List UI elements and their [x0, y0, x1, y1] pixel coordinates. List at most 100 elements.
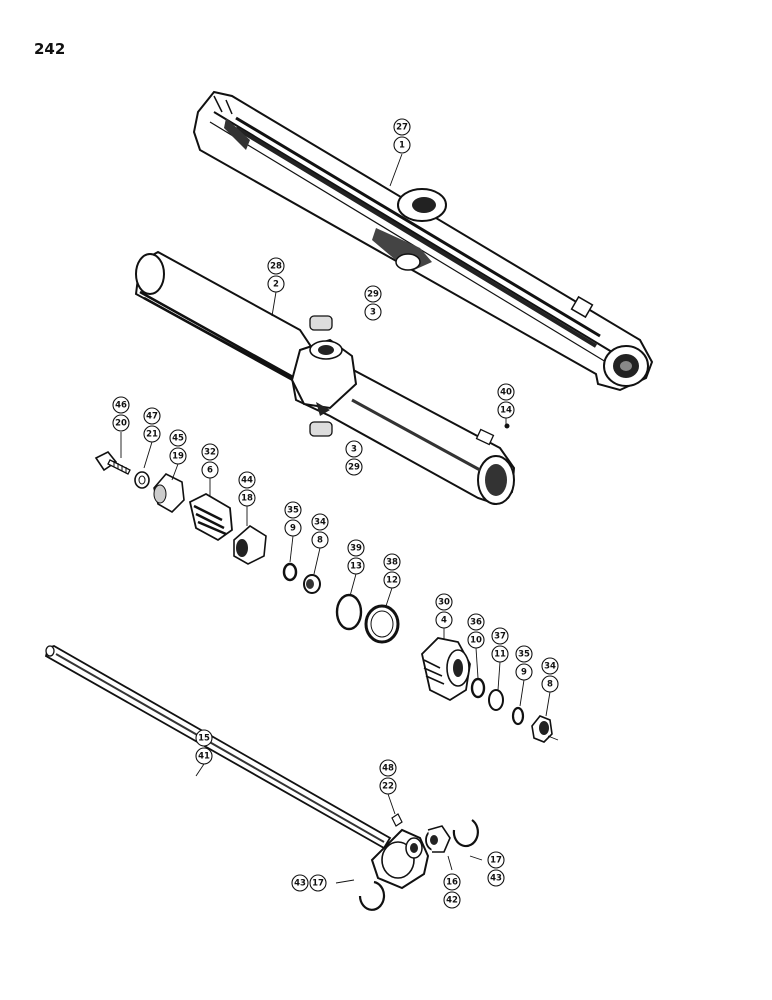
callout-45: 45	[169, 429, 187, 447]
callout-19: 19	[169, 447, 187, 465]
callout-number: 3	[370, 308, 376, 318]
callout-number: 42	[446, 896, 458, 906]
callout-number: 8	[547, 680, 553, 690]
callout-number: 12	[386, 576, 398, 586]
callout-circle	[238, 471, 256, 489]
callout-circle	[195, 729, 213, 747]
callout-number: 36	[470, 618, 482, 628]
callout-number: 9	[290, 524, 296, 534]
callout-number: 35	[518, 650, 530, 660]
callout-number: 2	[273, 280, 279, 290]
callout-circle	[267, 257, 285, 275]
callout-circle	[497, 401, 515, 419]
callout-circle	[467, 631, 485, 649]
callout-circle	[238, 489, 256, 507]
callout-number: 43	[294, 879, 306, 889]
callout-circle	[443, 873, 461, 891]
callout-circle	[284, 519, 302, 537]
callout-circle	[364, 285, 382, 303]
callout-circle	[435, 611, 453, 629]
callout-number: 38	[386, 558, 398, 568]
callout-number: 4	[441, 616, 447, 626]
callout-number: 21	[146, 430, 158, 440]
callout-circle	[383, 553, 401, 571]
callout-circle	[364, 303, 382, 321]
callout-number: 43	[490, 874, 502, 884]
callout-43b: 43	[487, 869, 505, 887]
page-number: 242	[34, 40, 66, 58]
callout-number: 15	[198, 734, 210, 744]
callout-27: 27	[393, 118, 411, 136]
piston-parts	[94, 450, 400, 644]
callout-46: 46	[112, 396, 130, 414]
callout-32: 32	[201, 443, 219, 461]
callout-12: 12	[383, 571, 401, 589]
callout-18: 18	[238, 489, 256, 507]
callout-42: 42	[443, 891, 461, 909]
callout-number: 17	[312, 879, 324, 889]
callout-circle	[309, 874, 327, 892]
callout-number: 19	[172, 452, 184, 462]
callout-circle	[515, 663, 533, 681]
callout-14: 14	[497, 401, 515, 419]
callout-circle	[143, 407, 161, 425]
callout-number: 27	[396, 123, 408, 133]
callout-number: 16	[446, 878, 458, 888]
callout-number: 6	[207, 466, 213, 476]
callout-circle	[112, 396, 130, 414]
callout-circle	[311, 513, 329, 531]
callout-circle	[201, 461, 219, 479]
callout-number: 34	[314, 518, 326, 528]
callout-8a: 8	[311, 531, 329, 549]
callout-circle	[491, 627, 509, 645]
callout-38: 38	[383, 553, 401, 571]
callout-30: 30	[435, 593, 453, 611]
callout-number: 34	[544, 662, 556, 672]
callout-3a: 3	[364, 303, 382, 321]
cylinder-tube-part	[192, 90, 654, 392]
callout-number: 17	[490, 856, 502, 866]
callout-number: 48	[382, 764, 394, 774]
callout-11: 11	[491, 645, 509, 663]
callout-circle	[345, 458, 363, 476]
callout-9a: 9	[284, 519, 302, 537]
callout-36: 36	[467, 613, 485, 631]
callout-17b: 17	[487, 851, 505, 869]
callout-number: 14	[500, 406, 512, 416]
callout-29a: 29	[364, 285, 382, 303]
callout-circle	[379, 777, 397, 795]
callout-48: 48	[379, 759, 397, 777]
callout-number: 37	[494, 632, 506, 642]
callout-circle	[143, 425, 161, 443]
callout-number: 40	[500, 388, 512, 398]
callout-1: 1	[393, 136, 411, 154]
callout-number: 22	[382, 782, 394, 792]
callout-number: 9	[521, 668, 527, 678]
callout-circle	[291, 874, 309, 892]
callout-number: 39	[350, 544, 362, 554]
callout-circle	[169, 447, 187, 465]
callout-16: 16	[443, 873, 461, 891]
callout-40: 40	[497, 383, 515, 401]
callout-circle	[443, 891, 461, 909]
callout-28: 28	[267, 257, 285, 275]
callout-number: 44	[241, 476, 253, 486]
leader-lines	[120, 153, 559, 884]
callout-4: 4	[435, 611, 453, 629]
callout-number: 45	[172, 434, 184, 444]
callout-43a: 43	[291, 874, 309, 892]
callout-circle	[201, 443, 219, 461]
callout-35b: 35	[515, 645, 533, 663]
callout-21: 21	[143, 425, 161, 443]
cylinder-barrel-part	[134, 250, 516, 506]
callout-3b: 3	[345, 440, 363, 458]
callout-39: 39	[347, 539, 365, 557]
callout-29b: 29	[345, 458, 363, 476]
callout-circle	[393, 136, 411, 154]
callout-44: 44	[238, 471, 256, 489]
callout-number: 20	[115, 419, 127, 429]
callout-number: 30	[438, 598, 450, 608]
callout-number: 32	[204, 448, 216, 458]
callout-circle	[541, 675, 559, 693]
